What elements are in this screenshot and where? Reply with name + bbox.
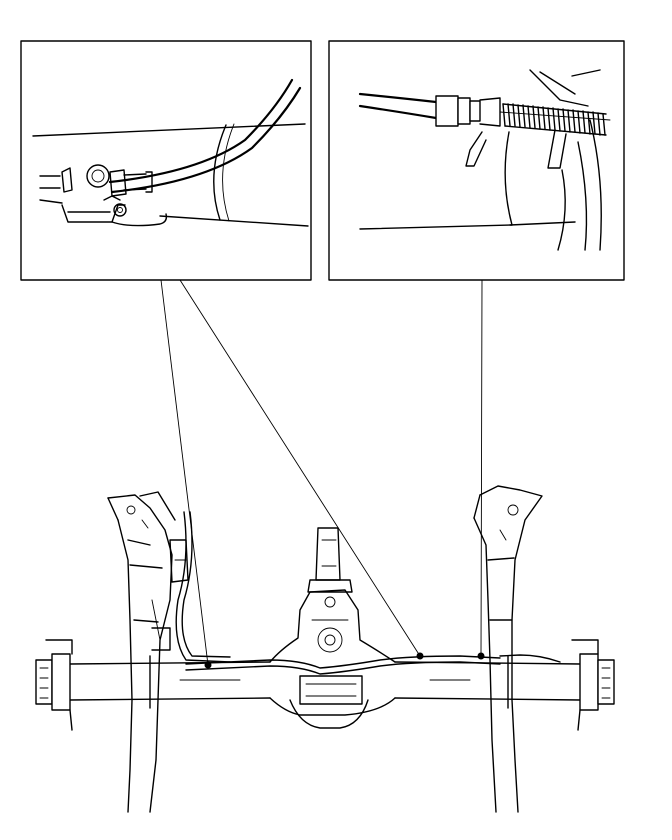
leader-line-right <box>480 279 483 657</box>
inset-left-cable-clip <box>61 164 153 197</box>
inset-right-backing-plate <box>465 69 602 251</box>
callout-point-right <box>477 652 485 660</box>
inset-left-mount-bracket <box>61 195 168 227</box>
main-brake-cable <box>185 654 561 675</box>
callout-points <box>204 652 485 669</box>
inset-right-axle-tube <box>359 131 576 230</box>
inset-left-brake-cable <box>108 78 302 194</box>
right-frame-rail <box>473 485 543 813</box>
inset-right-brake-cable <box>358 92 438 120</box>
leader-lines <box>160 279 483 666</box>
leader-line-left-b <box>179 279 421 657</box>
left-wheel-hub <box>35 639 73 731</box>
right-wheel-hub <box>571 639 615 731</box>
axle-housing-tube <box>69 655 581 709</box>
leader-line-left-a <box>160 279 209 666</box>
rear-axle-assembly <box>35 485 615 813</box>
left-frame-rail <box>107 491 176 813</box>
inset-right-cable-end-detail <box>328 40 625 281</box>
inset-left-cable-clip-detail <box>20 40 312 281</box>
left-brake-cable <box>151 511 231 663</box>
differential-housing <box>269 527 396 729</box>
callout-point-center <box>416 652 424 660</box>
callout-point-left <box>204 661 212 669</box>
